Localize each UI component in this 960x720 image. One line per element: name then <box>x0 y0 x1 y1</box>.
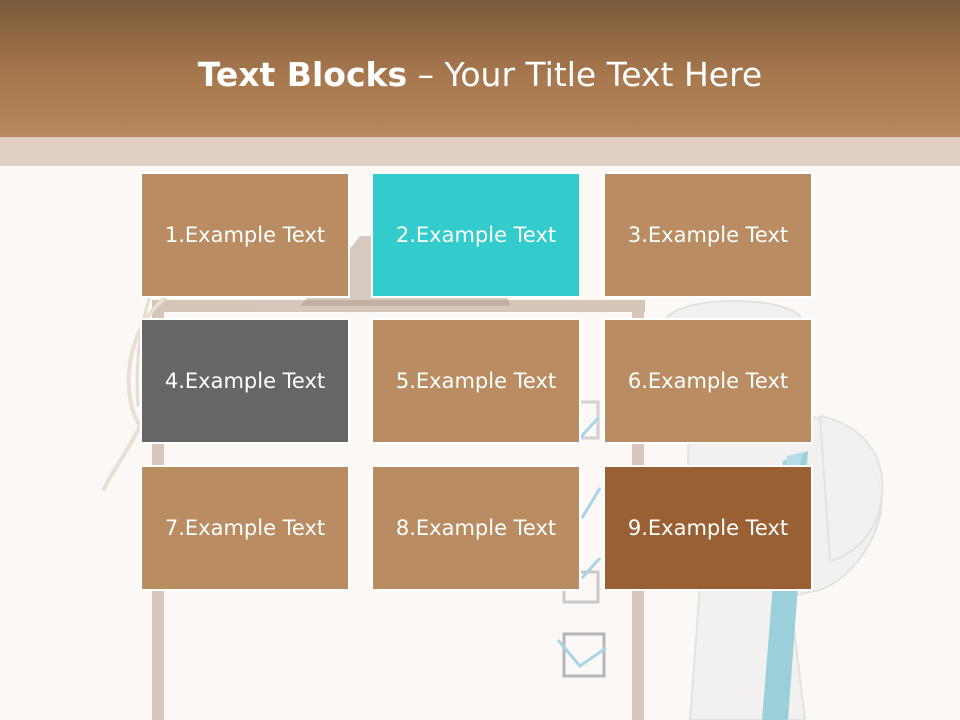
text-block-4-label: 4.Example Text <box>164 369 326 393</box>
text-block-8-label: 8.Example Text <box>395 516 557 540</box>
title-separator: – <box>407 55 445 94</box>
slide-title: Text Blocks – Your Title Text Here <box>0 52 960 98</box>
text-block-7-label: 7.Example Text <box>164 516 326 540</box>
text-block-5-label: 5.Example Text <box>395 369 557 393</box>
sub-band <box>0 137 960 166</box>
text-block-2[interactable]: 2.Example Text <box>371 172 581 298</box>
check-marks <box>556 416 607 669</box>
text-block-8[interactable]: 8.Example Text <box>371 465 581 591</box>
text-block-3-label: 3.Example Text <box>627 223 789 247</box>
title-rest-part: Your Title Text Here <box>444 55 763 94</box>
text-block-2-label: 2.Example Text <box>395 223 557 247</box>
header-band <box>0 0 960 137</box>
title-bold-part: Text Blocks <box>197 55 408 94</box>
text-block-1-label: 1.Example Text <box>164 223 326 247</box>
text-block-4[interactable]: 4.Example Text <box>140 318 350 444</box>
text-block-9-label: 9.Example Text <box>627 516 789 540</box>
text-block-9[interactable]: 9.Example Text <box>603 465 813 591</box>
text-block-6-label: 6.Example Text <box>627 369 789 393</box>
text-block-1[interactable]: 1.Example Text <box>140 172 350 298</box>
text-block-7[interactable]: 7.Example Text <box>140 465 350 591</box>
text-block-3[interactable]: 3.Example Text <box>603 172 813 298</box>
text-block-5[interactable]: 5.Example Text <box>371 318 581 444</box>
text-block-6[interactable]: 6.Example Text <box>603 318 813 444</box>
